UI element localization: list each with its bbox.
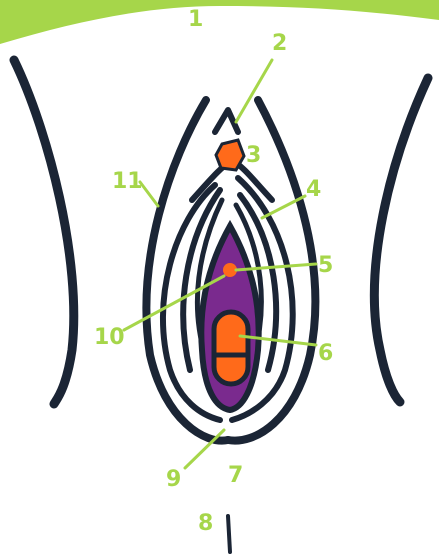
label-1: 1: [188, 7, 203, 32]
label-6: 6: [318, 341, 333, 366]
vaginal-opening: [214, 312, 248, 384]
label-11: 11: [112, 169, 143, 194]
label-9: 9: [166, 467, 181, 492]
hood-apex-mark: [215, 110, 238, 132]
left-thigh-outline: [14, 60, 74, 404]
label-7: 7: [228, 463, 243, 488]
label-5: 5: [318, 253, 333, 278]
clitoris-glans: [216, 140, 244, 170]
anus-mark: [228, 516, 230, 552]
label-10: 10: [94, 325, 125, 350]
label-2: 2: [272, 31, 287, 56]
right-thigh-outline: [374, 78, 428, 402]
top-green-band: [0, 0, 439, 44]
label-3: 3: [246, 143, 261, 168]
leader-line-11: [140, 182, 158, 206]
label-4: 4: [306, 177, 321, 202]
label-8: 8: [198, 511, 213, 536]
